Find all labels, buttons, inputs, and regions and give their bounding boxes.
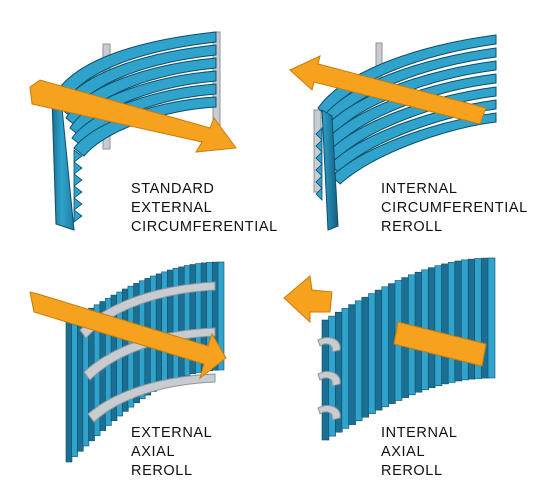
axial-wire bbox=[374, 289, 383, 411]
caption-line: EXTERNAL bbox=[131, 200, 213, 216]
axial-wire bbox=[454, 260, 463, 382]
caption-line: REROLL bbox=[381, 219, 443, 235]
axial-wire bbox=[441, 263, 449, 385]
panel-internal-circumferential-reroll bbox=[289, 34, 497, 231]
screen-wall bbox=[321, 109, 339, 231]
caption-standard-external-circumferential: STANDARD EXTERNAL CIRCUMFERENTIAL bbox=[131, 180, 278, 237]
axial-wire bbox=[348, 304, 356, 425]
support-rod bbox=[87, 373, 216, 423]
axial-wire bbox=[381, 286, 390, 408]
panel-standard-external-circumferential bbox=[29, 31, 237, 231]
caption-line: REROLL bbox=[381, 463, 443, 479]
axial-wire bbox=[487, 257, 496, 379]
support-rod bbox=[317, 337, 341, 353]
caption-line: CIRCUMFERENTIAL bbox=[131, 219, 278, 235]
circumferential-wires bbox=[51, 31, 217, 157]
axial-wire bbox=[71, 318, 78, 457]
caption-line: INTERNAL bbox=[381, 425, 458, 441]
caption-internal-axial-reroll: INTERNAL AXIAL REROLL bbox=[381, 424, 458, 481]
axial-wire bbox=[447, 262, 456, 383]
caption-line: REROLL bbox=[131, 463, 193, 479]
axial-wire bbox=[368, 293, 376, 414]
flow-arrow bbox=[29, 291, 227, 380]
wire-profile-edge bbox=[315, 127, 323, 201]
axial-wire bbox=[217, 261, 225, 371]
flow-arrow bbox=[393, 321, 487, 367]
caption-line: AXIAL bbox=[381, 444, 426, 460]
support-rod bbox=[317, 371, 341, 387]
axial-wire bbox=[77, 314, 84, 452]
axial-wire bbox=[172, 268, 180, 381]
caption-line: AXIAL bbox=[131, 444, 176, 460]
wire-profile-edge bbox=[73, 149, 83, 223]
support-rod bbox=[317, 405, 341, 421]
axial-wire bbox=[65, 321, 73, 463]
axial-wire bbox=[427, 267, 436, 389]
panel-external-axial-reroll bbox=[29, 261, 227, 463]
flow-arrow bbox=[283, 275, 333, 324]
caption-line: STANDARD bbox=[131, 181, 215, 197]
panel-internal-axial-reroll bbox=[283, 257, 496, 441]
caption-internal-circumferential-reroll: INTERNAL CIRCUMFERENTIAL REROLL bbox=[381, 180, 528, 237]
axial-wire bbox=[178, 266, 185, 378]
axial-wire bbox=[341, 308, 350, 429]
caption-line: EXTERNAL bbox=[131, 425, 213, 441]
axial-wire bbox=[434, 265, 443, 387]
caption-external-axial-reroll: EXTERNAL AXIAL REROLL bbox=[131, 424, 212, 481]
flow-arrow bbox=[29, 79, 237, 153]
axial-wire bbox=[361, 296, 370, 418]
axial-wire bbox=[354, 300, 363, 422]
flow-arrow bbox=[289, 55, 487, 125]
caption-line: INTERNAL bbox=[381, 181, 458, 197]
caption-line: CIRCUMFERENTIAL bbox=[381, 200, 528, 216]
